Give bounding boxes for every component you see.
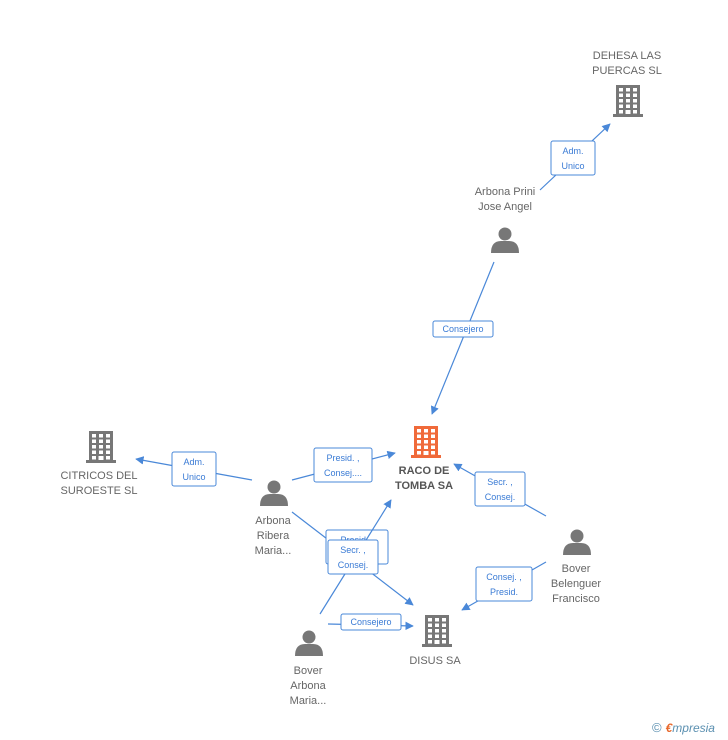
edge-bover_arbona-to-disus[interactable]: Consejero: [327, 613, 414, 631]
edge-label-text: Consej.: [338, 560, 369, 570]
node-label: Arbona Prini: [475, 186, 536, 198]
edge-bover_belenguer-to-raco[interactable]: Secr. , Consej.: [453, 463, 547, 517]
edge-line: [430, 261, 495, 415]
person-icon: [260, 480, 288, 506]
node-disus[interactable]: DISUS SA: [409, 615, 461, 667]
edge-label-box[interactable]: [327, 539, 379, 575]
person-icon: [563, 529, 591, 555]
node-label: Maria...: [290, 695, 327, 707]
edge-label-box[interactable]: [475, 566, 533, 602]
node-label: Bover: [562, 563, 591, 575]
edge-label-text: Presid.: [490, 587, 518, 597]
node-label: Ribera: [257, 530, 290, 542]
edge-label-box[interactable]: [432, 320, 494, 338]
edge-bover_belenguer-to-disus[interactable]: Consej. , Presid.: [461, 561, 547, 611]
node-label: Arbona: [290, 680, 326, 692]
edge-label-text: Adm.: [562, 146, 583, 156]
node-label: CITRICOS DEL: [60, 470, 137, 482]
node-arbona_ribera[interactable]: ArbonaRiberaMaria...: [255, 480, 292, 558]
edge-label-box[interactable]: [171, 451, 217, 487]
empresia-brand[interactable]: ©€mpresia: [652, 720, 715, 735]
node-label: RACO DE: [399, 465, 450, 477]
building-icon: [411, 426, 441, 458]
edge-arbona_prini-to-dehesa[interactable]: Adm. Unico: [539, 123, 611, 191]
edge-arbona_ribera-to-raco[interactable]: Presid. , Consej....: [291, 447, 396, 483]
node-dehesa[interactable]: DEHESA LAS PUERCAS SL: [592, 50, 662, 117]
node-raco[interactable]: RACO DE TOMBA SA: [395, 426, 453, 492]
edge-arbona_prini-to-raco[interactable]: Consejero: [430, 261, 495, 415]
node-label: Maria...: [255, 545, 292, 557]
edge-label-text: Consejero: [442, 324, 483, 334]
building-icon: [86, 431, 116, 463]
node-label: SUROESTE SL: [60, 485, 137, 497]
edge-label-text: Presid. ,: [326, 453, 359, 463]
edge-label-text: Unico: [182, 472, 205, 482]
copyright-symbol: ©: [652, 720, 662, 735]
edge-label-text: Secr. ,: [487, 477, 513, 487]
person-icon: [491, 227, 519, 253]
node-citricos[interactable]: CITRICOS DEL SUROESTE SL: [60, 431, 138, 497]
building-icon: [422, 615, 452, 647]
node-label: DISUS SA: [409, 655, 461, 667]
nodes-layer: RACO DE TOMBA SA DEHESA LAS PUERCAS SL CITRI…: [60, 50, 661, 707]
node-label: TOMBA SA: [395, 480, 453, 492]
node-label: PUERCAS SL: [592, 65, 662, 77]
edge-label-text: Adm.: [183, 457, 204, 467]
edge-label-box[interactable]: [313, 447, 373, 483]
edge-label-text: Consejero: [350, 617, 391, 627]
edge-label-text: Consej.: [485, 492, 516, 502]
edge-arbona_ribera-to-citricos[interactable]: Adm. Unico: [135, 451, 253, 487]
edge-label-box[interactable]: [550, 140, 596, 176]
brand-name: mpresia: [672, 721, 715, 735]
person-icon: [295, 630, 323, 656]
node-label: Belenguer: [551, 578, 601, 590]
node-label: DEHESA LAS: [593, 50, 661, 62]
node-label: Bover: [294, 665, 323, 677]
node-label: Arbona: [255, 515, 291, 527]
edge-label-box[interactable]: [340, 613, 402, 631]
edge-label-text: Consej. ,: [486, 572, 522, 582]
edge-bover_arbona-to-raco[interactable]: Secr. , Consej.: [319, 499, 392, 615]
edge-label-text: Secr. ,: [340, 545, 366, 555]
node-label: Francisco: [552, 593, 600, 605]
edge-label-text: Unico: [561, 161, 584, 171]
edge-label-text: Consej....: [324, 468, 362, 478]
node-bover_arbona[interactable]: BoverArbonaMaria...: [290, 630, 327, 708]
building-icon: [613, 85, 643, 117]
node-label: Jose Angel: [478, 201, 532, 213]
brand-logo-e: €: [665, 721, 673, 735]
edge-label-box[interactable]: [474, 471, 526, 507]
